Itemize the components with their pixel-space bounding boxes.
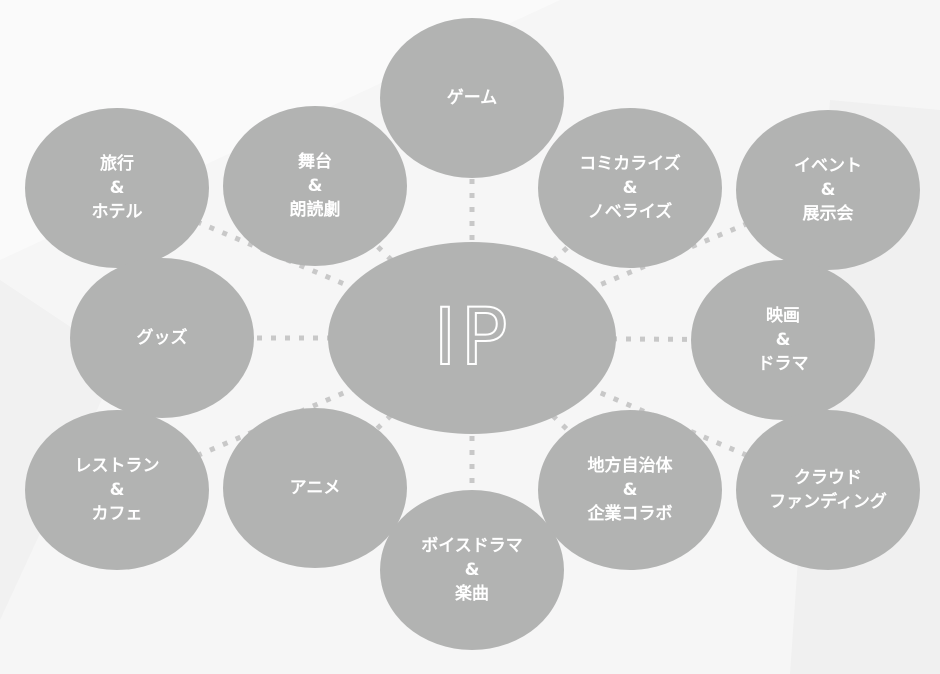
node-crowdfunding-shape xyxy=(736,410,920,570)
node-label-line: & xyxy=(622,480,638,500)
node-label-line: & xyxy=(109,480,125,500)
node-label-line: & xyxy=(464,560,480,580)
connector-movie-drama xyxy=(471,335,784,343)
node-label-line: カフェ xyxy=(91,504,143,524)
node-label-line: & xyxy=(820,180,836,200)
node-label-line: レストラン xyxy=(74,456,160,476)
node-travel-hotel: 旅行 & ホテル xyxy=(25,108,209,268)
node-label-line: ホテル xyxy=(91,202,143,222)
node-voice-drama-music-shape xyxy=(380,490,564,650)
node-label-line: ドラマ xyxy=(757,354,809,374)
node-restaurant-cafe: レストラン & カフェ xyxy=(25,410,209,570)
node-label-line: イベント xyxy=(794,156,862,176)
node-local-gov-collab-shape xyxy=(538,410,722,570)
node-movie-drama: 映画 & ドラマ xyxy=(691,260,875,420)
node-label-line: 企業コラボ xyxy=(587,504,673,524)
node-label-line: 映画 xyxy=(766,306,800,326)
node-goods-shape xyxy=(70,258,254,418)
node-label-line: & xyxy=(622,178,638,198)
node-stage-reading-shape xyxy=(223,106,407,266)
node-label-line: アニメ xyxy=(289,478,341,498)
node-comicalize-novelize-shape xyxy=(538,108,722,268)
node-label-line: 地方自治体 xyxy=(587,456,673,476)
node-anime: アニメ xyxy=(223,408,407,568)
node-movie-drama-shape xyxy=(691,260,875,420)
node-label-line: & xyxy=(307,176,323,196)
node-label-line: 展示会 xyxy=(802,204,854,224)
center-ip-shape xyxy=(328,242,616,434)
node-stage-reading: 舞台 & 朗読劇 xyxy=(223,106,407,266)
node-label-line: & xyxy=(109,178,125,198)
node-game: ゲーム xyxy=(380,18,564,178)
node-label-line: ノベライズ xyxy=(587,202,673,222)
node-label-line: ボイスドラマ xyxy=(421,536,523,556)
node-local-gov-collab: 地方自治体 & 企業コラボ xyxy=(538,410,722,570)
node-event-exhibition: イベント & 展示会 xyxy=(736,110,920,270)
node-restaurant-cafe-shape xyxy=(25,410,209,570)
node-label-line: 朗読劇 xyxy=(289,200,341,220)
node-voice-drama-music: ボイスドラマ & 楽曲 xyxy=(380,490,564,650)
center-ip-label: IP xyxy=(432,292,512,384)
node-travel-hotel-shape xyxy=(25,108,209,268)
node-label-line: 楽曲 xyxy=(455,584,489,604)
node-label-line: ゲーム xyxy=(446,88,498,108)
node-event-exhibition-shape xyxy=(736,110,920,270)
node-label-line: クラウド xyxy=(794,468,862,488)
node-crowdfunding: クラウドファンディング xyxy=(736,410,920,570)
node-comicalize-novelize: コミカライズ & ノベライズ xyxy=(538,108,722,268)
node-label-line: & xyxy=(775,330,791,350)
node-label-line: ファンディング xyxy=(769,492,887,512)
node-label-line: グッズ xyxy=(136,328,188,348)
node-label-line: コミカライズ xyxy=(579,154,681,174)
node-game-shape xyxy=(380,18,564,178)
node-goods: グッズ xyxy=(70,258,254,418)
node-anime-shape xyxy=(223,408,407,568)
node-label-line: 舞台 xyxy=(298,152,332,172)
node-label-line: 旅行 xyxy=(100,154,134,174)
